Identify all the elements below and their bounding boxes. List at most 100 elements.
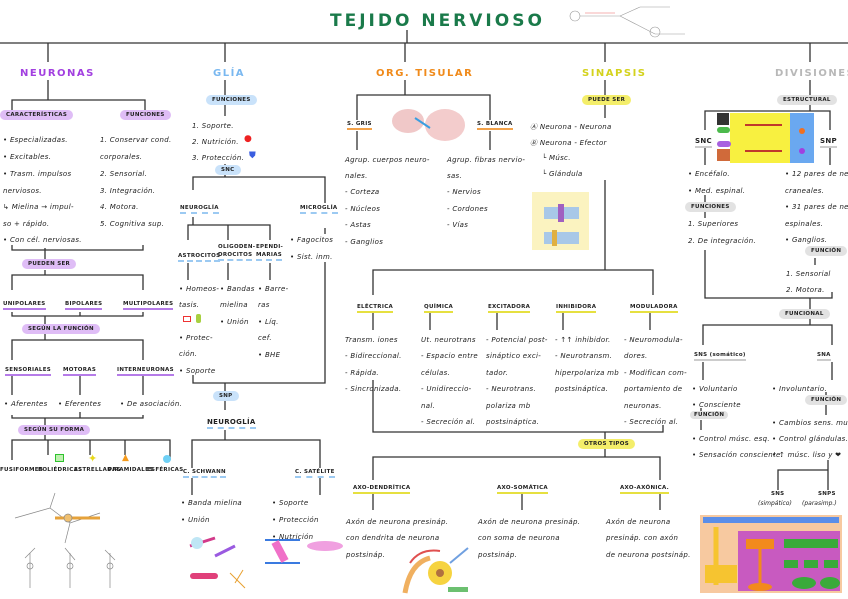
microglia-item: • Fagocitos [290,236,334,244]
axo-dendritica-text: con dendrita de neurona [346,534,440,542]
sinapsis-tipo: └ Músc. [542,154,571,162]
parasimpatico-label: (parasimp.) [802,500,837,507]
astrocito-item: • Protec- [179,334,213,342]
green-icon [196,314,201,323]
gris-item: - Núcleos [345,205,381,213]
axo-dendritica-text: postsináp. [346,551,386,559]
epend-item: • Barre- [258,285,289,293]
electrica-label: ELÉCTRICA [357,304,394,313]
funcion-item: 3. Integración. [100,187,156,195]
excitadora-item: polariza mb [486,402,531,410]
schwann-label: C. SCHWANN [183,469,226,478]
multipolares-label: MULTIPOLARES [123,301,174,310]
sinapsis-tipo: Ⓐ Neurona - Neurona [530,123,612,131]
epend-item: • Líq. [258,318,279,326]
neuron-sketch-image [569,6,685,38]
moduladora-item: - Modifican com- [624,369,687,377]
connector-line [372,80,664,510]
sns-item: • Sensación consciente. [692,451,784,459]
neuronas-heading: NEURONAS [20,68,95,79]
connector-line [700,80,833,490]
triangle-icon: ▲ [122,453,129,463]
cns-pns-image [717,113,814,163]
blanca-item: - Nervios [447,188,481,196]
gris-item: - Astas [345,221,371,229]
epend-item: cef. [258,334,272,342]
snc-item: • Encéfalo. [688,170,730,178]
snp-funcion-item: 2. Motora. [786,286,825,294]
snp-pill: SNP [213,391,239,401]
oligo-item: mielina [220,301,248,309]
axo-dendritica-text: Axón de neurona presináp. [346,518,449,526]
sns-item: • Control músc. esq. [692,435,770,443]
inhibidora-item: - ↑↑ inhibidor. [555,336,611,344]
blanca-item: sas. [447,172,463,180]
estructural-pill: ESTRUCTURAL [777,95,837,105]
glia-funcion-item: 2. Nutrición. [192,138,239,146]
glial-cells-image [189,536,343,589]
puede-ser-pill: PUEDE SER [582,95,632,105]
sns-item: • Consciente [692,401,741,409]
snp-funcion-item: 1. Sensorial [786,270,831,278]
bipolares-label: BIPOLARES [65,301,103,310]
inhibidora-item: postsináptica. [555,385,609,393]
org-tisular-heading: ORG. TISULAR [376,68,474,79]
snc-label: SNC [695,137,712,148]
excitadora-item: - Potencial post- [486,336,548,344]
axo-dendritica-label: AXO-DENDRÍTICA [353,485,411,494]
snc-funcion-item: 2. De integración. [688,237,757,245]
snp-item: craneales. [785,187,825,195]
sustancia-gris-label: S. GRIS [347,121,372,130]
funcion-item: 2. Sensorial. [100,170,148,178]
forma-label: PIRAMIDALES [108,467,154,473]
simpatico-label: (simpático) [758,500,792,507]
glia-funcion-item: 1. Soporte. [192,122,234,130]
astrocitos-label: ASTROCITOS [178,253,221,262]
snc-funciones-pill: FUNCIONES [685,202,736,212]
glia-funciones-pill: FUNCIONES [206,95,257,105]
astrocito-item: • Homeos- [179,285,220,293]
asociacion-text: • De asociación. [120,400,183,408]
connector-line [11,80,171,460]
sna-item: • Involuntario. [772,385,827,393]
quimica-item: - Espacio entre [421,352,479,360]
unipolares-label: UNIPOLARES [3,301,46,310]
satelite-item: • Nutrición [272,533,314,541]
electrica-item: - Rápida. [345,369,379,377]
caracteristica-item: so + rápido. [3,220,50,228]
nervous-system-divisions-image [700,515,842,593]
moduladora-item: neuronas. [624,402,662,410]
sna-funcion-pill: FUNCIÓN [805,395,848,405]
electrica-item: Transm. iones [345,336,398,344]
electrica-item: - Sincronizada. [345,385,402,393]
caracteristica-item: ↳ Mielina → impul- [3,203,74,211]
caracteristicas-pill: CARACTERÍSTICAS [0,110,74,120]
caracteristica-item: • Especializadas. [3,136,68,144]
neuron-synapse-image [402,547,469,594]
quimica-item: Ut. neurotrans [421,336,476,344]
pueden-ser-pill: PUEDEN SER [22,259,77,269]
snc-pill: SNC [215,165,241,175]
forma-label: ESTRELLADAS [74,467,121,473]
connector-line [0,30,848,62]
neuroglia-snp-label: NEUROGLÍA [207,418,256,429]
caracteristica-item: nerviosos. [3,187,42,195]
sinapsis-tipo: └ Glándula [542,170,583,178]
inhibidora-item: hiperpolariza mb [555,369,620,377]
excitadora-item: - Neurotrans. [486,385,537,393]
sna-label: SNA [817,352,831,361]
neuron-types-image [14,492,116,588]
astrocito-item: ción. [179,350,198,358]
aferentes-text: • Aferentes [4,400,48,408]
snc-item: • Med. espinal. [688,187,746,195]
otros-tipos-pill: OTROS TIPOS [578,439,635,449]
quimica-item: - Secreción al. [421,418,476,426]
divisiones-heading: DIVISIONES [775,68,848,79]
oligo-item: • Bandas [220,285,255,293]
funcion-item: corporales. [100,153,143,161]
axo-somatica-text: postsináp. [478,551,518,559]
interneuronas-label: INTERNEURONAS [117,367,174,376]
snp-item: espinales. [785,220,824,228]
oligo-item: • Unión [220,318,249,326]
axo-somatica-label: AXO-SOMÁTICA [497,485,548,494]
